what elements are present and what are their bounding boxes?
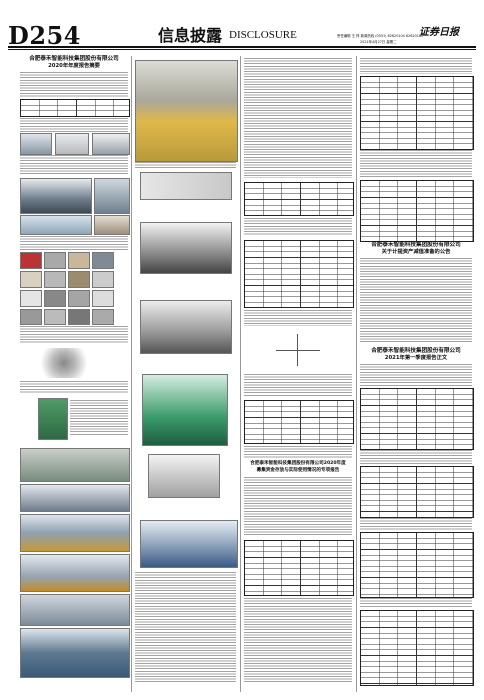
factory-photo xyxy=(20,514,130,552)
product-thumbnail xyxy=(44,271,66,288)
masthead-rule xyxy=(8,46,476,48)
product-thumbnail xyxy=(20,290,42,307)
body-text xyxy=(360,518,472,530)
product-thumbnail xyxy=(92,309,114,325)
ownership-diagram xyxy=(270,330,326,370)
factory-photo xyxy=(20,554,130,592)
data-table xyxy=(360,610,474,686)
product-thumbnail xyxy=(68,290,90,307)
body-text xyxy=(20,155,128,175)
article-title: 2021年第一季度报告正文 xyxy=(384,355,448,361)
product-thumbnail xyxy=(44,290,66,307)
equipment-photo xyxy=(140,172,232,200)
body-text xyxy=(135,572,236,684)
factory-photo xyxy=(20,628,130,678)
warehouse-photo xyxy=(135,60,238,162)
product-photo xyxy=(92,133,130,155)
product-thumbnail xyxy=(92,271,114,288)
editor-line: 责任编辑 王 梓 新闻热线 (0551) 62620104 62620180 xyxy=(337,34,424,38)
data-table xyxy=(244,400,354,444)
section-title-english: DISCLOSURE xyxy=(229,29,297,41)
column-divider xyxy=(356,56,357,692)
body-text xyxy=(20,236,128,250)
product-thumbnail xyxy=(20,271,42,288)
body-text xyxy=(244,310,352,326)
factory-photo xyxy=(20,215,92,235)
article-title: 关于计提资产减值准备的公告 xyxy=(381,249,451,255)
page-number: D254 xyxy=(8,21,81,50)
data-table xyxy=(244,240,354,308)
date-line: 2021年4月27日 星期二 xyxy=(360,40,397,44)
newspaper-logo: 证券日报 xyxy=(419,27,459,38)
product-photo xyxy=(20,133,52,155)
body-text xyxy=(360,598,472,608)
color-sorter-photo xyxy=(140,300,232,354)
data-table xyxy=(360,76,474,150)
color-sorter-photo xyxy=(140,222,232,274)
body-text xyxy=(20,72,128,98)
product-photo xyxy=(55,133,89,155)
factory-photo xyxy=(94,215,130,235)
body-text xyxy=(20,118,128,132)
article-company-name: 合肥泰禾智能科技集团股份有限公司 xyxy=(371,242,461,248)
product-thumbnail xyxy=(44,252,66,269)
column-divider xyxy=(131,56,132,692)
data-table xyxy=(360,532,474,598)
data-table xyxy=(244,540,354,596)
data-table xyxy=(244,182,354,216)
production-line-photo xyxy=(20,448,130,482)
body-text xyxy=(244,58,352,178)
body-text xyxy=(360,150,472,178)
product-thumbnail xyxy=(68,309,90,325)
data-table xyxy=(360,466,474,518)
product-thumbnail xyxy=(20,252,42,269)
body-text xyxy=(135,162,236,170)
body-text xyxy=(20,381,128,393)
body-text xyxy=(360,450,472,464)
body-text xyxy=(20,326,128,344)
data-table xyxy=(20,99,130,117)
article-company-name: 合肥泰禾智能科技集团股份有限公司 xyxy=(371,348,461,354)
body-text xyxy=(360,364,472,386)
body-text xyxy=(244,598,352,684)
article-title: 募集资金存放与实际使用情况的专项报告 xyxy=(256,468,340,473)
masthead-rule-thin xyxy=(8,49,476,50)
sorting-machine-photo xyxy=(142,374,228,446)
product-thumbnail xyxy=(44,309,66,325)
article-title: 合肥泰禾智能科技集团股份有限公司2020年度 xyxy=(250,461,346,466)
data-table xyxy=(360,388,474,450)
body-text xyxy=(244,446,352,458)
product-thumbnail xyxy=(92,252,114,269)
sorting-machine-photo xyxy=(148,454,220,498)
automation-line-photo xyxy=(140,520,238,568)
article-company-name: 合肥泰禾智能科技集团股份有限公司 xyxy=(29,56,119,62)
robot-diagram xyxy=(40,348,100,378)
body-text xyxy=(360,258,472,344)
factory-photo xyxy=(20,484,130,512)
factory-photo xyxy=(20,178,92,214)
factory-photo xyxy=(20,594,130,626)
column-divider xyxy=(240,56,241,692)
factory-photo xyxy=(94,178,130,214)
product-thumbnail xyxy=(68,271,90,288)
machine-photo xyxy=(38,398,68,440)
body-text xyxy=(70,400,128,436)
section-title-chinese: 信息披露 xyxy=(158,26,223,45)
body-text xyxy=(244,477,352,537)
product-thumbnail xyxy=(68,252,90,269)
body-text xyxy=(244,218,352,236)
product-thumbnail xyxy=(20,309,42,325)
article-title: 2020年年度报告摘要 xyxy=(48,63,100,69)
body-text xyxy=(244,374,352,396)
product-thumbnail xyxy=(92,290,114,307)
body-text xyxy=(360,58,472,74)
data-table xyxy=(360,180,474,242)
